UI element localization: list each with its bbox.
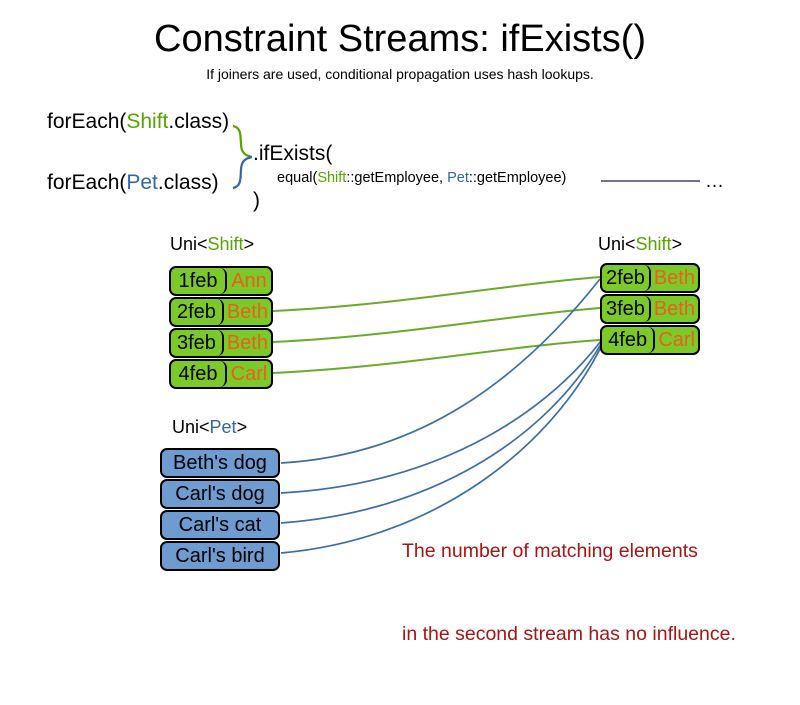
- cell-date: 4feb: [602, 327, 656, 353]
- list-item[interactable]: Carl's dog: [160, 479, 280, 509]
- code-joiner-mid: ::getEmployee,: [346, 170, 448, 186]
- wire-pet-beths-dog: [280, 278, 601, 464]
- cell-pet-name: Carl's cat: [178, 514, 262, 536]
- table-row[interactable]: 4feb Carl: [169, 359, 273, 389]
- left-label-type: Shift: [207, 234, 244, 254]
- slide-canvas: Constraint Streams: ifExists() If joiner…: [47, 18, 736, 645]
- list-item[interactable]: Beth's dog: [160, 448, 280, 478]
- page-title: Constraint Streams: ifExists(): [154, 18, 646, 60]
- cell-date: 3feb: [171, 330, 224, 356]
- code-line-foreach-shift: forEach(Shift.class): [47, 110, 229, 134]
- list-item[interactable]: Carl's bird: [160, 541, 280, 571]
- table-row[interactable]: 4feb Carl: [600, 325, 700, 355]
- cell-date: 2feb: [171, 299, 224, 325]
- code-equal-open: equal(: [277, 170, 318, 186]
- wire-pet-carls-dog: [280, 340, 602, 494]
- table-row[interactable]: 3feb Beth: [169, 328, 273, 358]
- left-shift-stream-label: Uni<Shift>: [170, 234, 254, 255]
- cell-date: 1feb: [171, 268, 227, 294]
- brace-upper-green: [232, 124, 253, 159]
- cell-date: 2feb: [602, 265, 651, 291]
- code-type-pet: Pet: [126, 171, 158, 194]
- code-ifexists-call: .ifExists(: [253, 142, 333, 165]
- right-shift-stream-label: Uni<Shift>: [598, 234, 682, 255]
- cell-date: 4feb: [171, 361, 227, 387]
- cell-employee: Carl: [230, 363, 268, 385]
- pet-label-pre: Uni<: [172, 417, 210, 437]
- left-label-pre: Uni<: [170, 234, 208, 254]
- right-shift-stream-table: 2feb Beth 3feb Beth 4feb Carl: [600, 263, 700, 356]
- cell-employee: Beth: [653, 298, 695, 320]
- code-joiner-type-pet: Pet: [447, 170, 469, 186]
- pet-label-type: Pet: [209, 417, 237, 437]
- list-item[interactable]: Carl's cat: [160, 510, 280, 540]
- right-label-post: >: [671, 234, 683, 254]
- cell-employee: Carl: [658, 329, 695, 351]
- page-subtitle: If joiners are used, conditional propaga…: [206, 66, 594, 82]
- code-line-foreach-pet: forEach(Pet.class): [47, 171, 219, 195]
- cell-pet-name: Carl's bird: [175, 545, 265, 567]
- annotation-text: The number of matching elements in the s…: [402, 483, 736, 705]
- pet-label-post: >: [236, 417, 248, 437]
- table-row[interactable]: 2feb Beth: [169, 297, 273, 327]
- table-row[interactable]: 3feb Beth: [600, 294, 700, 324]
- joiner-ellipsis: …: [705, 171, 724, 192]
- code-foreach-keyword-2: forEach(: [47, 171, 127, 194]
- left-label-post: >: [243, 234, 255, 254]
- code-type-shift: Shift: [126, 110, 169, 133]
- code-joiner-equal: equal(Shift::getEmployee, Pet::getEmploy…: [277, 170, 566, 186]
- code-class-suffix-2: .class): [157, 171, 219, 194]
- cell-employee: Beth: [653, 267, 695, 289]
- wire-shift-2feb: [272, 276, 601, 312]
- cell-pet-name: Beth's dog: [173, 452, 267, 474]
- cell-employee: Ann: [231, 270, 267, 292]
- annotation-line-1: The number of matching elements: [402, 540, 698, 563]
- right-label-type: Shift: [635, 234, 672, 254]
- cell-employee: Beth: [226, 332, 268, 354]
- table-row[interactable]: 2feb Beth: [600, 263, 700, 293]
- table-row[interactable]: 1feb Ann: [169, 266, 273, 296]
- right-label-pre: Uni<: [598, 234, 636, 254]
- pet-stream-table: Beth's dog Carl's dog Carl's cat Carl's …: [160, 448, 280, 572]
- code-joiner-close: ::getEmployee): [468, 170, 567, 186]
- code-foreach-keyword: forEach(: [47, 110, 127, 133]
- code-class-suffix: .class): [168, 110, 230, 133]
- pet-stream-label: Uni<Pet>: [172, 417, 247, 438]
- brace-lower-blue: [232, 155, 253, 190]
- annotation-line-2: in the second stream has no influence.: [402, 623, 736, 646]
- wire-shift-3feb: [272, 307, 601, 343]
- cell-pet-name: Carl's dog: [175, 483, 265, 505]
- wire-shift-4feb: [272, 339, 601, 374]
- cell-date: 3feb: [602, 296, 651, 322]
- left-shift-stream-table: 1feb Ann 2feb Beth 3feb Beth 4feb Carl: [169, 266, 273, 390]
- code-closing-paren: ): [253, 189, 260, 212]
- cell-employee: Beth: [226, 301, 268, 323]
- code-joiner-type-shift: Shift: [317, 170, 347, 186]
